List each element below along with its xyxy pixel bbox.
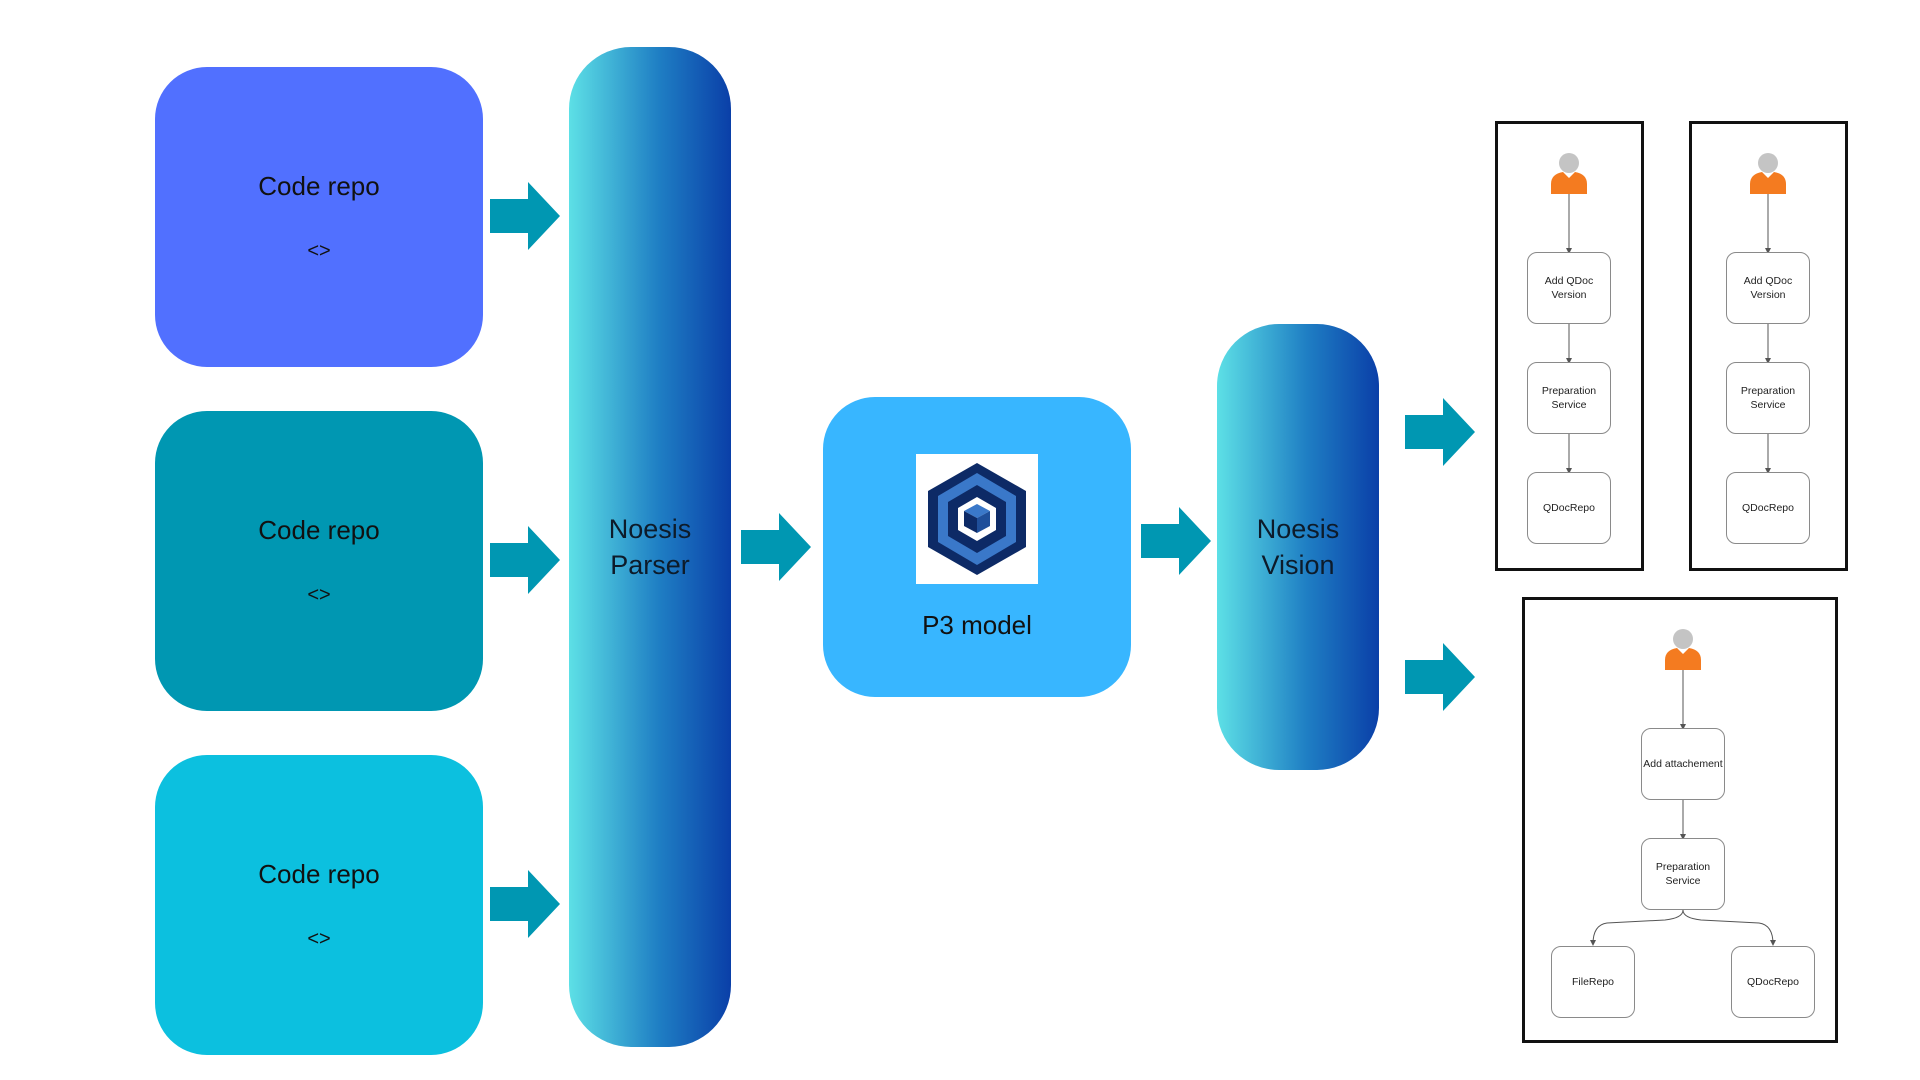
code-repo-3: Code repo <> (155, 755, 483, 1055)
arrow-right-icon (741, 513, 811, 581)
flow-node: QDocRepo (1731, 946, 1815, 1018)
noesis-vision-line1: Noesis (1256, 514, 1340, 544)
arrow-right-icon (490, 870, 560, 938)
code-repo-2-title: Code repo (258, 515, 380, 545)
flow-connectors (1566, 194, 1572, 474)
hexagon-cube-logo-icon (928, 462, 1026, 575)
code-repo-1-title: Code repo (258, 171, 380, 201)
flow-node: Preparation Service (1641, 838, 1725, 910)
flow-diagram-2: Add QDoc Version Preparation Service QDo… (1689, 121, 1848, 571)
flow-node: QDocRepo (1726, 472, 1810, 544)
code-repo-2-symbol: <> (307, 584, 331, 606)
code-repo-3-symbol: <> (307, 928, 331, 950)
flow-node: Preparation Service (1527, 362, 1611, 434)
noesis-parser: Noesis Parser (569, 47, 731, 1047)
noesis-parser-line2: Parser (610, 550, 690, 580)
flow-node: Add attachement (1641, 728, 1725, 800)
p3-model: P3 model (823, 397, 1131, 697)
flow-node: Add QDoc Version (1527, 252, 1611, 324)
arrow-right-icon (490, 526, 560, 594)
flow-connectors (1590, 670, 1776, 946)
flow-node: QDocRepo (1527, 472, 1611, 544)
flow-connectors (1765, 194, 1771, 474)
code-repo-1: Code repo <> (155, 67, 483, 367)
p3-model-label: P3 model (922, 609, 1032, 640)
arrow-right-icon (1405, 643, 1475, 711)
arrow-right-icon (1405, 398, 1475, 466)
code-repo-2: Code repo <> (155, 411, 483, 711)
p3-logo (916, 453, 1038, 584)
arrow-right-icon (1141, 507, 1211, 575)
user-icon (1750, 153, 1786, 194)
user-icon (1551, 153, 1587, 194)
flow-node: FileRepo (1551, 946, 1635, 1018)
arrow-right-icon (490, 182, 560, 250)
noesis-parser-line1: Noesis (608, 514, 692, 544)
code-repo-1-symbol: <> (307, 240, 331, 262)
flow-diagram-3: Add attachement Preparation Service File… (1522, 597, 1838, 1043)
noesis-vision-line2: Vision (1261, 550, 1335, 580)
flow-node: Preparation Service (1726, 362, 1810, 434)
code-repo-3-title: Code repo (258, 859, 380, 889)
noesis-vision: Noesis Vision (1217, 324, 1379, 770)
flow-diagram-1: Add QDoc Version Preparation Service QDo… (1495, 121, 1644, 571)
flow-node: Add QDoc Version (1726, 252, 1810, 324)
user-icon (1665, 629, 1701, 670)
